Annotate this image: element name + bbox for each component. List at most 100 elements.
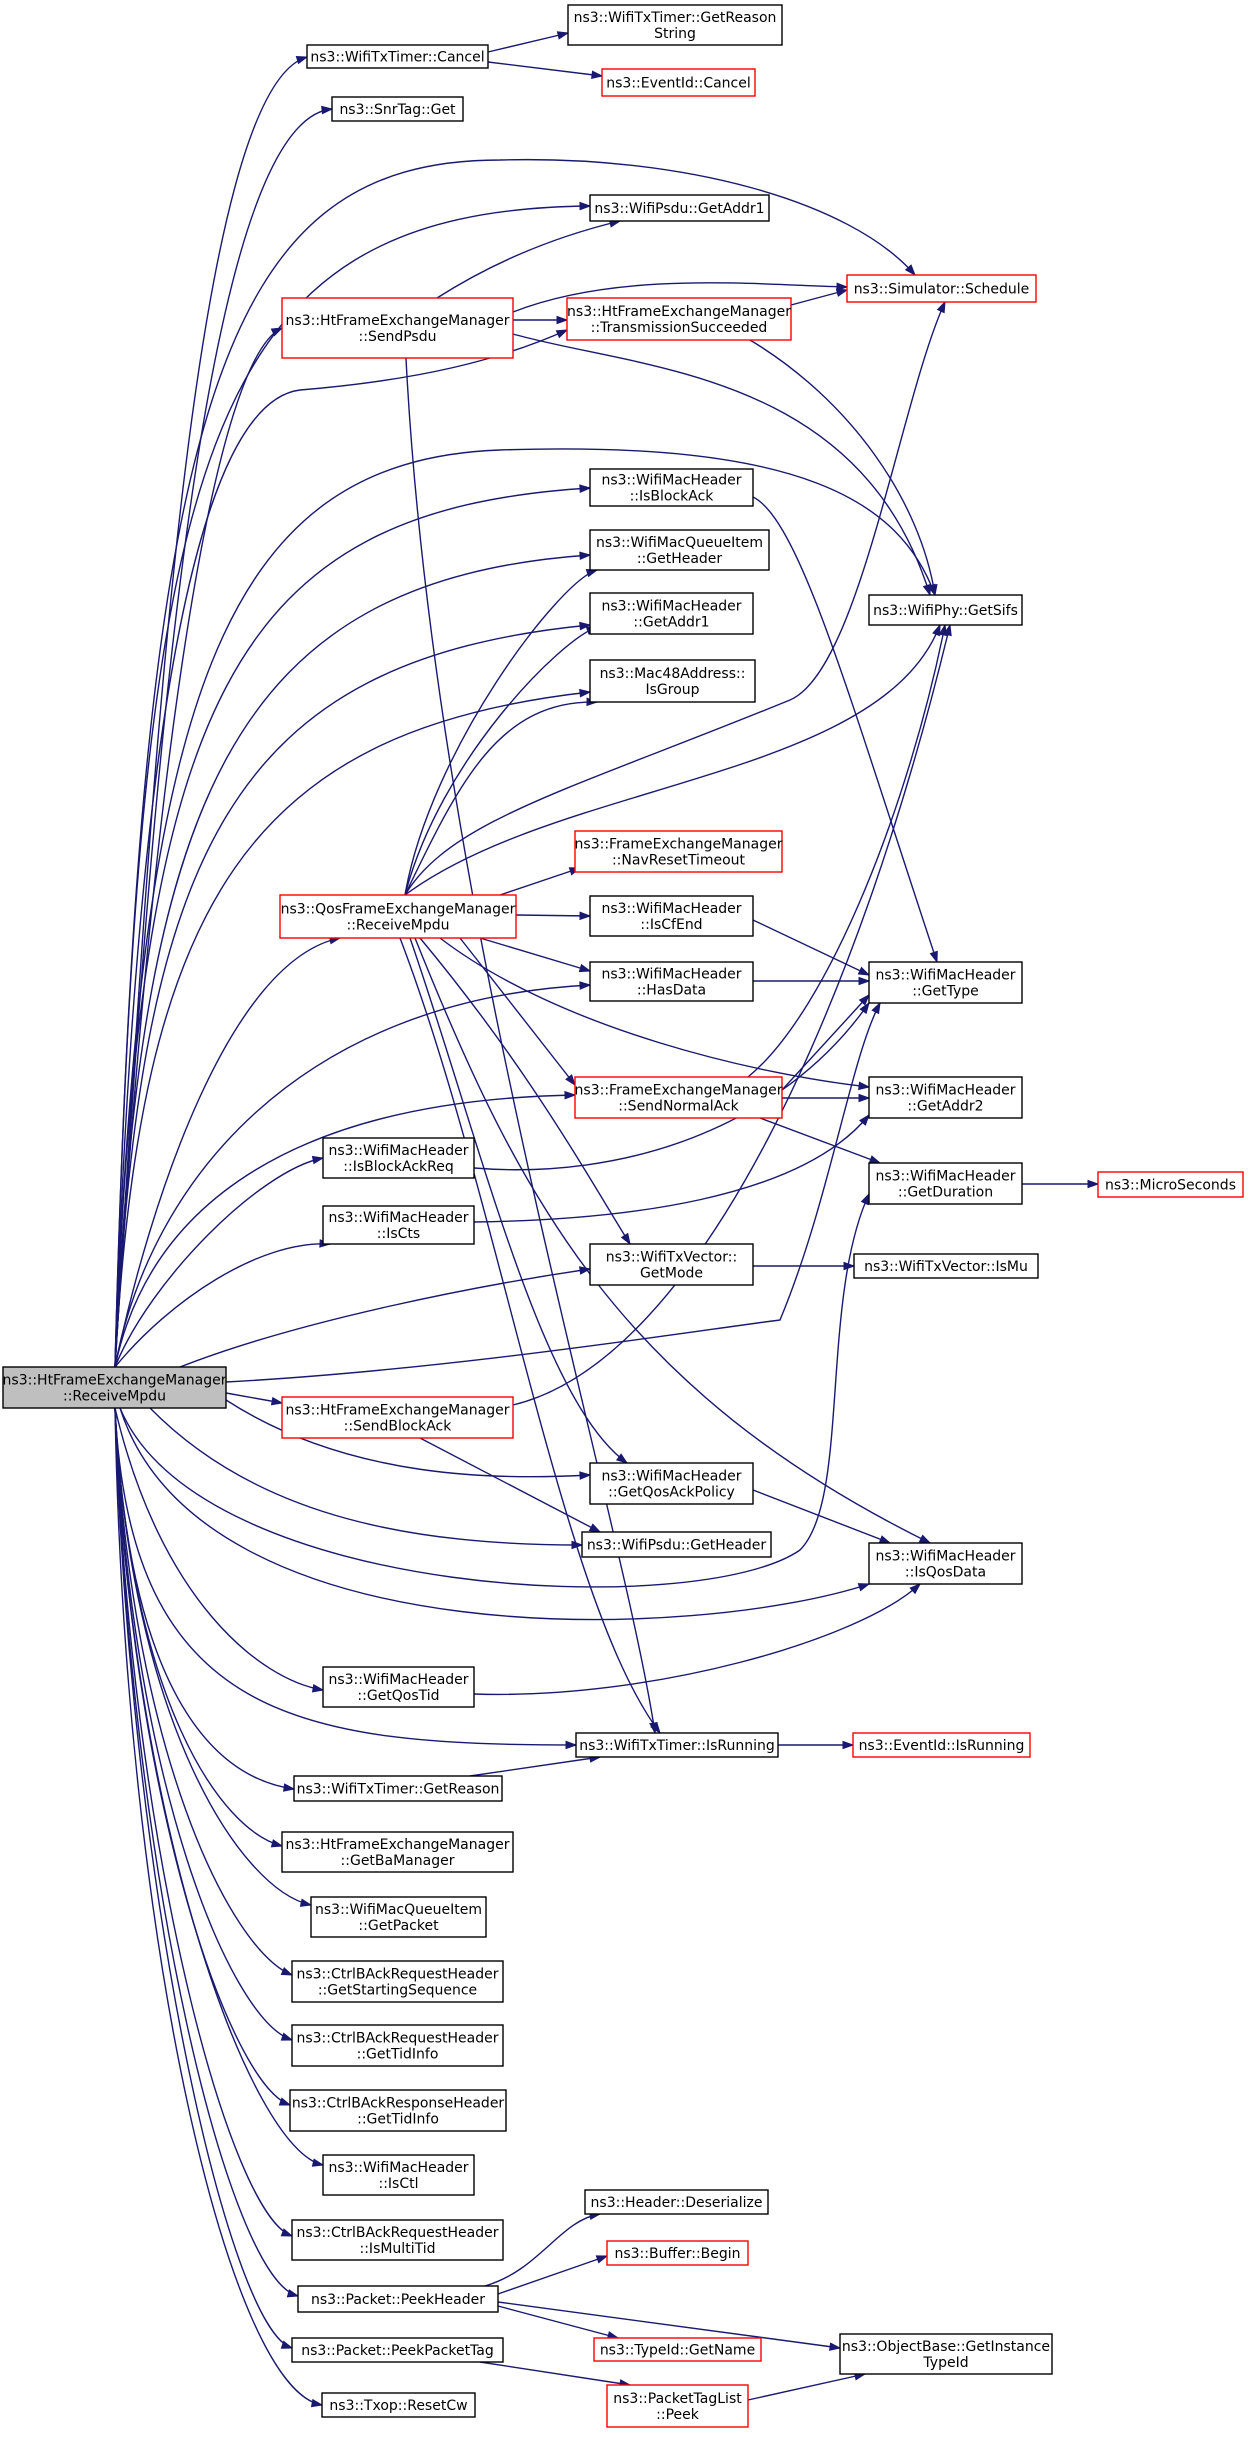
function-node-hdr-getduration[interactable]: ns3::WifiMacHeader::GetDuration: [868, 1162, 1023, 1205]
function-node-label: ns3::Buffer::Begin: [614, 2246, 740, 2262]
function-node-label: ::GetQosAckPolicy: [608, 1485, 735, 1501]
call-edge-qos_receivempdu-to-txvec_getmode: [419, 937, 631, 1246]
function-node-hdr-getaddr2[interactable]: ns3::WifiMacHeader::GetAddr2: [868, 1076, 1023, 1119]
function-node-hdr-isqosdata[interactable]: ns3::WifiMacHeader::IsQosData: [868, 1542, 1023, 1585]
function-node-eventid-isrunning[interactable]: ns3::EventId::IsRunning: [852, 1732, 1031, 1758]
call-edge-root-to-hdr_getqostid: [114, 1407, 325, 1693]
function-node-bar-ismultitid[interactable]: ns3::CtrlBAckRequestHeader::IsMultiTid: [291, 2219, 504, 2261]
function-node-mac48-isgroup[interactable]: ns3::Mac48Address::IsGroup: [589, 659, 756, 703]
function-node-phy-getsifs[interactable]: ns3::WifiPhy::GetSifs: [868, 594, 1023, 626]
function-node-box: [279, 894, 517, 939]
function-node-label: ns3::Packet::PeekHeader: [311, 2292, 485, 2308]
call-edge-root-to-sim_schedule: [114, 158, 916, 1368]
function-node-label: ::ReceiveMpdu: [63, 1389, 166, 1405]
function-node-label: ns3::EventId::Cancel: [606, 76, 751, 92]
function-node-box: [868, 1162, 1023, 1205]
function-node-box: [581, 1531, 772, 1558]
function-node-hdr-getqosackpolicy[interactable]: ns3::WifiMacHeader::GetQosAckPolicy: [589, 1462, 754, 1505]
function-node-qos-receivempdu[interactable]: ns3::QosFrameExchangeManager::ReceiveMpd…: [279, 894, 517, 939]
function-node-snrtag-get[interactable]: ns3::SnrTag::Get: [331, 96, 464, 122]
call-edge-ht_sendpsdu-to-sim_schedule: [512, 282, 849, 313]
function-node-label: ns3::HtFrameExchangeManager: [286, 1403, 510, 1419]
function-node-hdr-iscfend[interactable]: ns3::WifiMacHeader::IsCfEnd: [589, 895, 754, 937]
function-node-ht-sendblockack[interactable]: ns3::HtFrameExchangeManager::SendBlockAc…: [281, 1396, 514, 1439]
function-node-packettaglist-peek[interactable]: ns3::PacketTagList::Peek: [606, 2384, 749, 2428]
function-node-label: ns3::WifiMacHeader: [601, 967, 741, 983]
function-node-buffer-begin[interactable]: ns3::Buffer::Begin: [606, 2240, 749, 2266]
function-node-root[interactable]: ns3::HtFrameExchangeManager::ReceiveMpdu: [2, 1366, 227, 1409]
call-edge-txtimer_isrunning-to-eventid_isrunning: [778, 1740, 855, 1750]
function-node-bar-getstartingseq[interactable]: ns3::CtrlBAckRequestHeader::GetStartingS…: [291, 1960, 504, 2003]
function-node-txtimer-cancel[interactable]: ns3::WifiTxTimer::Cancel: [306, 44, 489, 69]
function-node-label: ::HasData: [637, 983, 706, 999]
call-edge-root-to-fem_sendnormalack: [114, 1090, 577, 1368]
function-node-label: ns3::CtrlBAckRequestHeader: [296, 2031, 498, 2047]
function-node-ht-txsucceeded[interactable]: ns3::HtFrameExchangeManager::Transmissio…: [566, 297, 792, 341]
function-node-hdr-isblockackreq[interactable]: ns3::WifiMacHeader::IsBlockAckReq: [322, 1137, 475, 1179]
function-node-box: [297, 2285, 499, 2313]
function-node-label: ns3::WifiMacHeader: [328, 2160, 468, 2176]
function-node-typeid-getname[interactable]: ns3::TypeId::GetName: [593, 2337, 762, 2362]
function-node-label: ns3::ObjectBase::GetInstance: [842, 2339, 1050, 2355]
function-node-packet-peekheader[interactable]: ns3::Packet::PeekHeader: [297, 2285, 499, 2313]
function-node-psdu-getaddr1[interactable]: ns3::WifiPsdu::GetAddr1: [589, 194, 770, 222]
function-node-box: [868, 961, 1023, 1004]
function-node-ht-getbamanager[interactable]: ns3::HtFrameExchangeManager::GetBaManage…: [281, 1831, 514, 1873]
function-node-bar-gettidinfo[interactable]: ns3::CtrlBAckRequestHeader::GetTidInfo: [291, 2024, 504, 2067]
function-node-txtimer-getreason[interactable]: ns3::WifiTxTimer::GetReason: [293, 1775, 503, 1802]
function-node-txvec-ismu[interactable]: ns3::WifiTxVector::IsMu: [853, 1253, 1039, 1279]
function-node-box: [291, 2219, 504, 2261]
function-node-label: ::GetPacket: [358, 1918, 439, 1934]
function-node-label: ::GetBaManager: [341, 1853, 455, 1869]
call-edge-fem_sendnormalack-to-hdr_getaddr2: [782, 1093, 871, 1103]
function-node-label: ::NavResetTimeout: [612, 853, 746, 869]
function-node-label: ns3::PacketTagList: [613, 2391, 742, 2407]
function-node-hdr-iscts[interactable]: ns3::WifiMacHeader::IsCts: [322, 1205, 475, 1245]
call-edge-root-to-hdr_iscts: [114, 1239, 332, 1368]
function-node-fem-navreset[interactable]: ns3::FrameExchangeManager::NavResetTimeo…: [574, 830, 783, 873]
function-node-psdu-getheader[interactable]: ns3::WifiPsdu::GetHeader: [581, 1531, 772, 1558]
function-node-label: GetMode: [640, 1266, 703, 1282]
function-node-mqi-getheader[interactable]: ns3::WifiMacQueueItem::GetHeader: [589, 529, 770, 571]
function-node-box: [589, 468, 754, 507]
function-node-label: ::GetTidInfo: [357, 2112, 439, 2128]
function-node-bresp-gettidinfo[interactable]: ns3::CtrlBAckResponseHeader::GetTidInfo: [289, 2089, 507, 2132]
function-node-txtimer-isrunning[interactable]: ns3::WifiTxTimer::IsRunning: [575, 1732, 779, 1758]
function-node-box: [574, 1076, 783, 1119]
function-node-hdr-hasdata[interactable]: ns3::WifiMacHeader::HasData: [589, 961, 754, 1002]
function-node-hdr-getqostid[interactable]: ns3::WifiMacHeader::GetQosTid: [322, 1666, 475, 1708]
function-node-header-deserialize[interactable]: ns3::Header::Deserialize: [584, 2189, 769, 2215]
call-edge-root-to-mqi_getheader: [114, 551, 592, 1368]
function-node-box: [589, 961, 754, 1002]
call-edge-root-to-packet_peekheader: [114, 1407, 300, 2298]
function-node-txop-resetcw[interactable]: ns3::Txop::ResetCw: [321, 2392, 476, 2418]
function-node-box: [606, 2384, 749, 2428]
call-edge-root-to-hdr_hasdata: [114, 981, 592, 1368]
function-node-txvec-getmode[interactable]: ns3::WifiTxVector::GetMode: [589, 1243, 754, 1286]
function-node-microseconds[interactable]: ns3::MicroSeconds: [1097, 1171, 1244, 1198]
function-node-hdr-gettype[interactable]: ns3::WifiMacHeader::GetType: [868, 961, 1023, 1004]
function-node-eventid-cancel[interactable]: ns3::EventId::Cancel: [601, 68, 756, 97]
call-edge-qos_receivempdu-to-mac48_isgroup: [404, 697, 599, 896]
function-node-label: ns3::Header::Deserialize: [591, 2195, 763, 2211]
function-node-label: ::IsCts: [377, 1226, 420, 1242]
function-node-hdr-isctl[interactable]: ns3::WifiMacHeader::IsCtl: [322, 2154, 475, 2196]
call-edge-root-to-hdr_gettype: [225, 1001, 881, 1383]
function-node-label: ns3::WifiPsdu::GetHeader: [587, 1538, 767, 1554]
function-node-ht-sendpsdu[interactable]: ns3::HtFrameExchangeManager::SendPsdu: [281, 297, 514, 359]
function-node-sim-schedule[interactable]: ns3::Simulator::Schedule: [846, 274, 1037, 303]
call-edge-qos_receivempdu-to-hdr_getqosackpolicy: [409, 937, 629, 1464]
function-node-mqi-getpacket[interactable]: ns3::WifiMacQueueItem::GetPacket: [310, 1896, 487, 1938]
call-edge-hdr_iscfend-to-hdr_gettype: [752, 919, 871, 976]
function-node-hdr-getaddr1[interactable]: ns3::WifiMacHeader::GetAddr1: [589, 592, 754, 635]
function-node-box: [589, 1243, 754, 1286]
call-edge-root-to-hdr_isblockack: [114, 484, 592, 1368]
call-edge-root-to-bar_getstartingseq: [114, 1407, 294, 1976]
call-edge-root-to-snrtag_get: [114, 105, 334, 1368]
function-node-fem-sendnormalack[interactable]: ns3::FrameExchangeManager::SendNormalAck: [574, 1076, 783, 1119]
function-node-packet-peekpackettag[interactable]: ns3::Packet::PeekPacketTag: [291, 2337, 504, 2363]
function-node-hdr-isblockack[interactable]: ns3::WifiMacHeader::IsBlockAck: [589, 468, 754, 507]
call-edge-ht_txsucceeded-to-phy_getsifs: [749, 339, 938, 597]
